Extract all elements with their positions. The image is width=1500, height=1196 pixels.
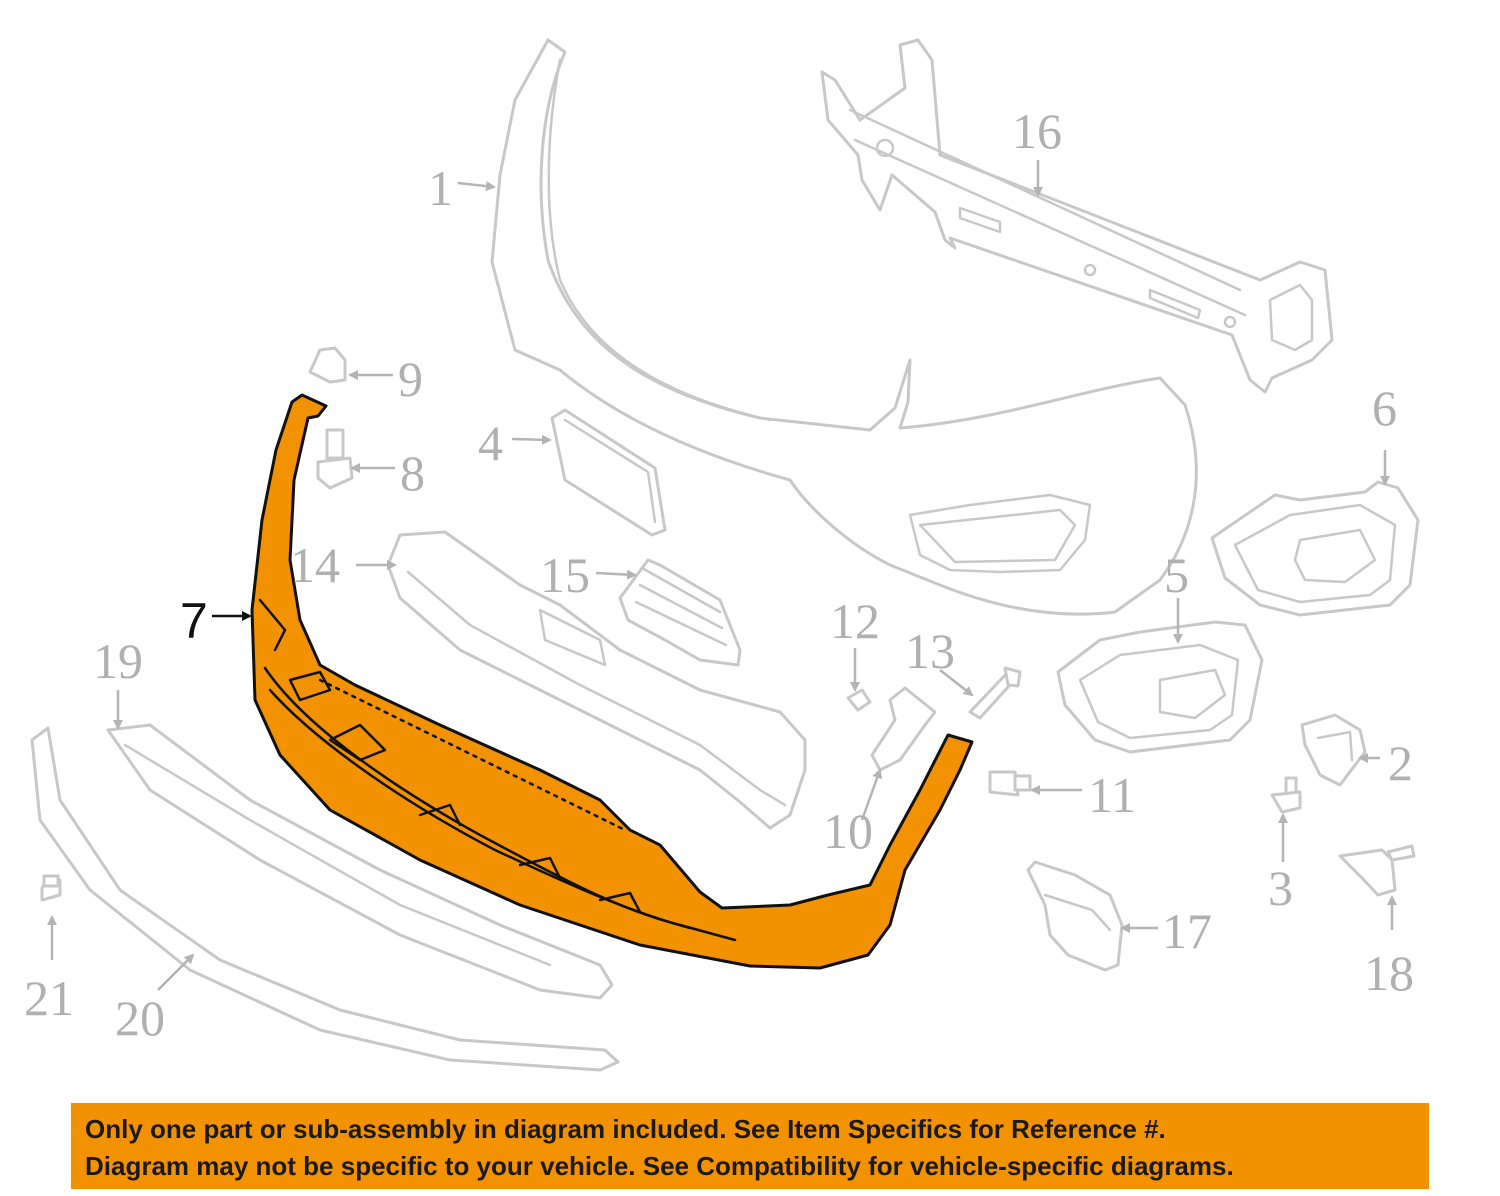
callout-17: 17: [1162, 903, 1212, 959]
part-7-lower-bumper-cover: [250, 393, 974, 970]
part-9-clip: [308, 346, 347, 384]
part-15-bracket: [618, 558, 742, 667]
callout-1: 1: [428, 160, 453, 216]
leader-1: [457, 181, 496, 192]
callout-20: 20: [115, 990, 165, 1046]
part-20-trim: [30, 726, 620, 1072]
part-13-pin: [968, 666, 1022, 720]
callout-16: 16: [1012, 103, 1062, 159]
part-18-sensor: [1338, 844, 1416, 897]
callout-18: 18: [1364, 945, 1414, 1001]
notice-line-1: Only one part or sub-assembly in diagram…: [85, 1114, 1166, 1144]
callout-14: 14: [290, 537, 340, 593]
callout-13: 13: [905, 623, 955, 679]
part-3-screw: [1270, 776, 1302, 814]
leader-20: [157, 953, 195, 991]
callout-9: 9: [398, 351, 423, 407]
leader-4: [511, 434, 552, 445]
part-8-bolt: [316, 428, 354, 490]
callout-6: 6: [1372, 380, 1397, 436]
callout-4: 4: [478, 415, 503, 471]
callout-3: 3: [1268, 860, 1293, 916]
part-4-license-bracket: [550, 408, 667, 537]
leader-15: [595, 569, 637, 580]
callout-15: 15: [540, 547, 590, 603]
part-2-bracket: [1300, 713, 1367, 787]
part-6-bezel: [1210, 480, 1420, 617]
part-16-reinforcement: [820, 38, 1334, 394]
part-17-module: [1026, 860, 1124, 972]
part-12-nut: [846, 688, 872, 712]
callout-11: 11: [1088, 767, 1136, 823]
callout-8: 8: [400, 445, 425, 501]
part-21-pin: [40, 874, 62, 902]
notice-line-2: Diagram may not be specific to your vehi…: [85, 1151, 1234, 1181]
callout-2: 2: [1388, 735, 1413, 791]
part-14-grille: [386, 530, 807, 830]
callout-5: 5: [1164, 547, 1189, 603]
part-10-bracket: [870, 686, 937, 772]
part-11-screw: [988, 770, 1032, 797]
leader-13: [939, 669, 974, 697]
callout-7: 7: [180, 593, 208, 649]
part-19-trim: [106, 723, 614, 1000]
part-1-bumper-cover: [490, 38, 1198, 616]
part-5-bezel: [1056, 620, 1264, 754]
callout-21: 21: [24, 970, 74, 1026]
notice-banner: Only one part or sub-assembly in diagram…: [71, 1103, 1429, 1189]
leader-10: [860, 768, 882, 821]
callout-12: 12: [830, 593, 880, 649]
callout-10: 10: [823, 803, 873, 859]
callout-19: 19: [93, 633, 143, 689]
